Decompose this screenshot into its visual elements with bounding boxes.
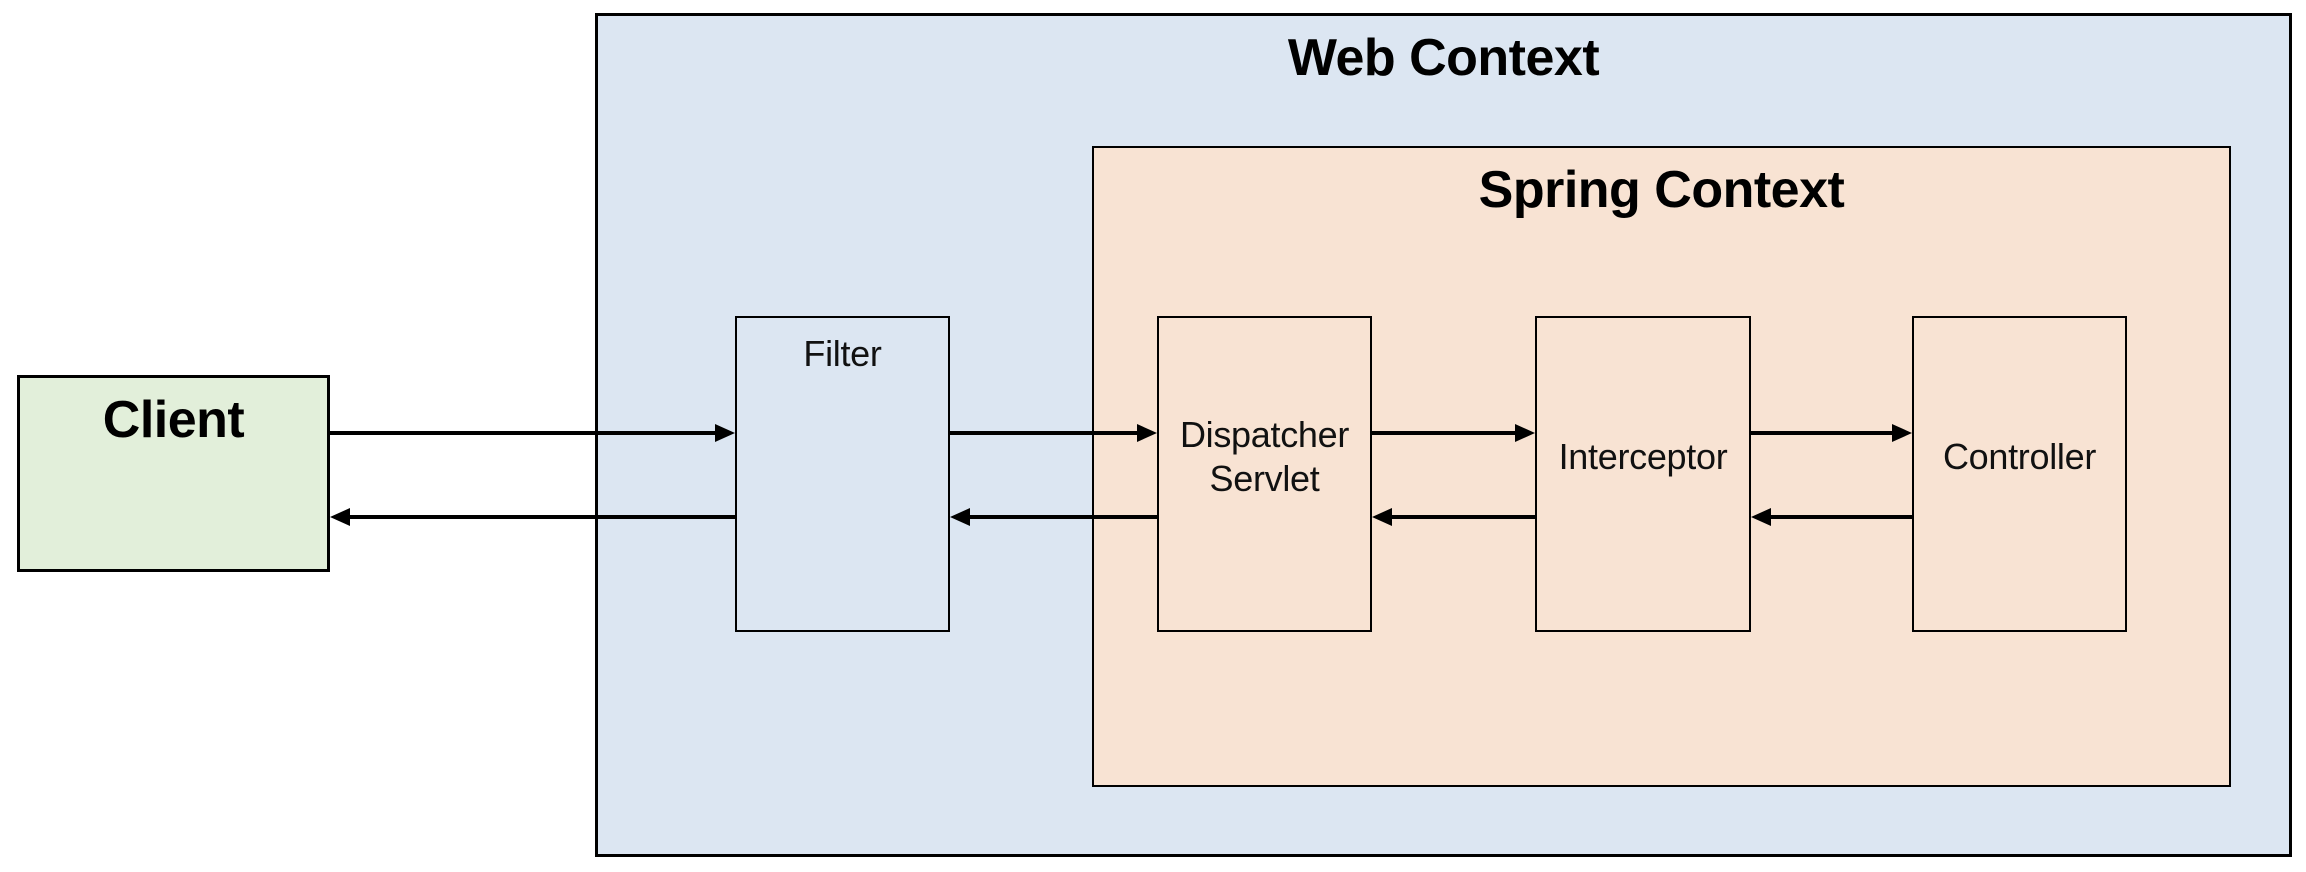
spring-context-title: Spring Context [1478,161,1845,219]
arrow-client-to-filter [330,423,735,443]
arrowhead-left-icon [1372,508,1392,526]
arrow-controller-to-interceptor [1751,507,1912,527]
interceptor-node: Interceptor [1535,316,1751,632]
arrow-filter-to-client [330,507,735,527]
interceptor-node-label: Interceptor [1558,436,1728,477]
arrow-interceptor-to-controller [1751,423,1912,443]
arrow-dispatcher_servlet-to-filter [950,507,1157,527]
dispatcher-servlet-node: Dispatcher Servlet [1157,316,1372,632]
controller-node: Controller [1912,316,2127,632]
arrow-filter-to-dispatcher_servlet [950,423,1157,443]
controller-node-label: Controller [1942,436,2097,477]
arrowhead-right-icon [715,424,735,442]
arrowhead-right-icon [1515,424,1535,442]
arrowhead-left-icon [1751,508,1771,526]
client-node: Client [17,375,330,572]
arrow-dispatcher_servlet-to-interceptor [1372,423,1535,443]
client-node-label: Client [102,391,245,449]
arrowhead-left-icon [950,508,970,526]
arrow-interceptor-to-dispatcher_servlet [1372,507,1535,527]
filter-node: Filter [735,316,950,632]
arrowhead-right-icon [1137,424,1157,442]
arrowhead-left-icon [330,508,350,526]
filter-node-label: Filter [803,333,882,374]
dispatcher-servlet-node-label: Dispatcher Servlet [1179,414,1350,499]
web-context-title: Web Context [1287,29,1600,87]
arrowhead-right-icon [1892,424,1912,442]
